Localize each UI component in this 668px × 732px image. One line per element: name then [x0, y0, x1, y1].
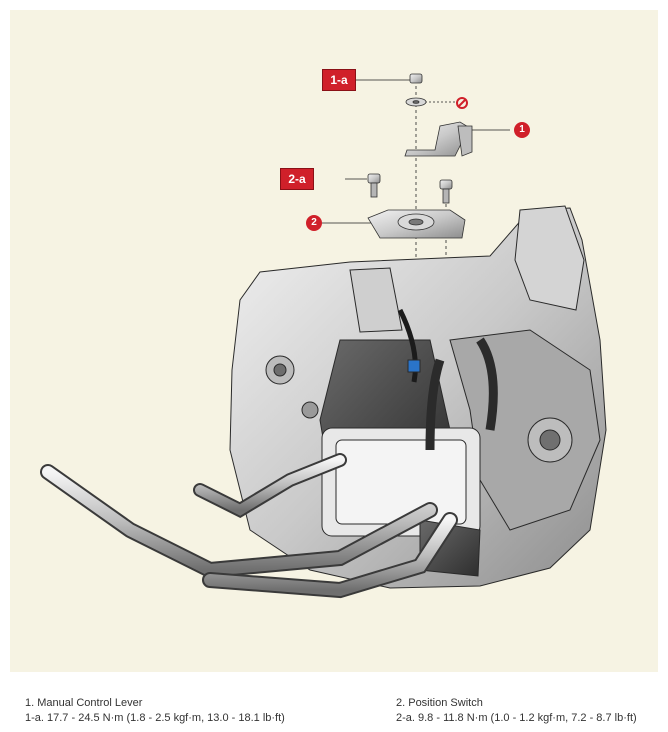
manual-control-lever	[404, 121, 473, 157]
callout-number-1: 1	[514, 122, 530, 138]
callout-number-2: 2	[306, 215, 322, 231]
bolt-2a	[367, 173, 453, 204]
legend-item-1a: 1-a. 17.7 - 24.5 N·m (1.8 - 2.5 kgf·m, 1…	[25, 712, 285, 724]
legend-item-2a: 2-a. 9.8 - 11.8 N·m (1.0 - 1.2 kgf·m, 7.…	[396, 712, 637, 724]
transaxle-diagram: 1-a 2-a 1 2	[10, 10, 658, 672]
legend-right: 2. Position Switch 2-a. 9.8 - 11.8 N·m (…	[396, 696, 637, 726]
position-switch	[367, 209, 466, 239]
do-not-reuse-icon	[456, 97, 468, 109]
bolt-1a	[405, 73, 427, 107]
torque-tag-1a: 1-a	[322, 69, 356, 91]
legend-item-2: 2. Position Switch	[396, 697, 483, 709]
transaxle-illustration	[40, 73, 607, 599]
torque-tag-2a: 2-a	[280, 168, 314, 190]
cooler-pipes	[40, 453, 458, 599]
transaxle-body	[229, 205, 607, 589]
legend-item-1: 1. Manual Control Lever	[25, 697, 143, 709]
legend-left: 1. Manual Control Lever 1-a. 17.7 - 24.5…	[25, 696, 285, 726]
